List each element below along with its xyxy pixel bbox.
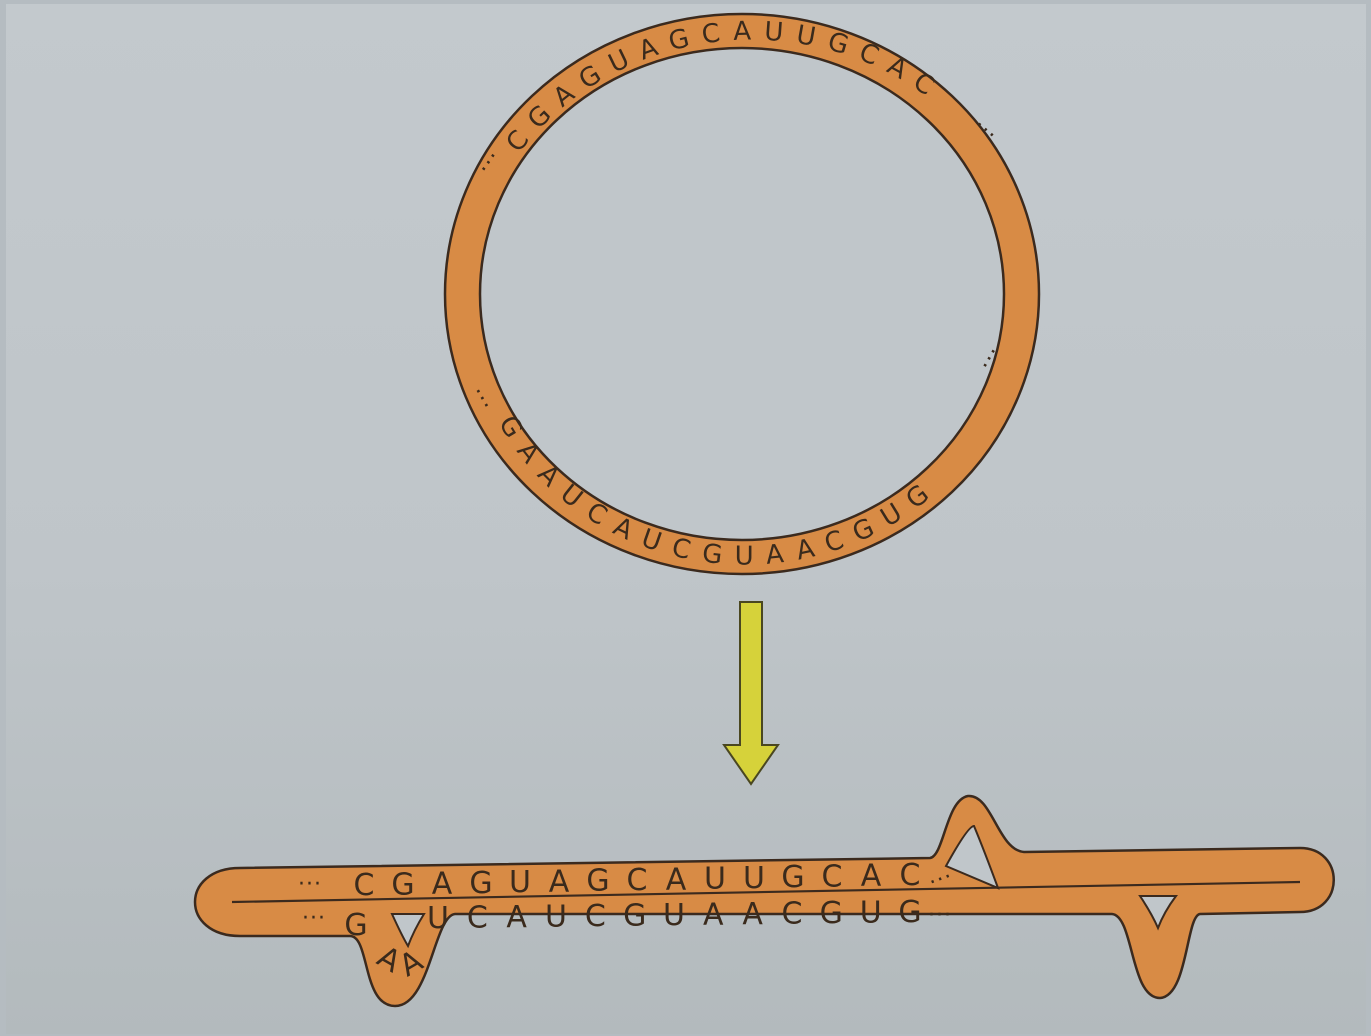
top-strand-base-10: U [704, 862, 726, 897]
bottom-strand-base-5: C [585, 899, 606, 934]
circular-rna: CGAGUAGCAUUGCAC GAAUCAUCGUAACGUG ··· ···… [445, 14, 1039, 574]
bottom-strand-base-13: G [898, 895, 921, 930]
down-arrow-icon [724, 602, 778, 784]
top-strand-base-8: C [627, 863, 648, 898]
bottom-strand-base-9: A [742, 897, 763, 932]
top-strand-base-11: U [743, 861, 765, 896]
top-strand-base-4: G [469, 866, 492, 901]
bottom-strand-base-12: U [860, 896, 882, 931]
top-strand-base-9: A [666, 862, 687, 897]
top-strand-base-7: G [586, 864, 609, 899]
bottom-strand-prefix: ··· [302, 906, 326, 931]
top-strand-base-12: G [781, 860, 804, 895]
bulge-base-1: G [344, 908, 367, 943]
bottom-strand-base-7: U [663, 898, 685, 933]
bottom-strand-base-10: C [782, 897, 803, 932]
top-strand-base-2: G [391, 867, 414, 902]
bottom-strand-base-2: C [467, 901, 488, 936]
top-strand-base-5: U [509, 865, 531, 900]
top-strand-base-15: C [900, 858, 921, 893]
top-strand-prefix: ··· [298, 872, 322, 897]
bottom-strand-suffix: ··· [928, 903, 952, 928]
bottom-strand-base-6: G [623, 899, 646, 934]
top-strand-base-6: A [549, 864, 570, 899]
bottom-strand-base-3: A [506, 900, 527, 935]
bottom-strand-base-8: A [703, 898, 724, 933]
top-strand-base-3: A [432, 867, 453, 902]
top-strand-base-1: C [354, 868, 375, 903]
bottom-strand-base-4: U [545, 900, 567, 935]
bottom-strand-base-11: G [820, 896, 843, 931]
top-strand-base-14: A [861, 859, 882, 894]
bottom-strand-base-1: U [427, 901, 449, 936]
top-strand-base-13: C [822, 859, 843, 894]
